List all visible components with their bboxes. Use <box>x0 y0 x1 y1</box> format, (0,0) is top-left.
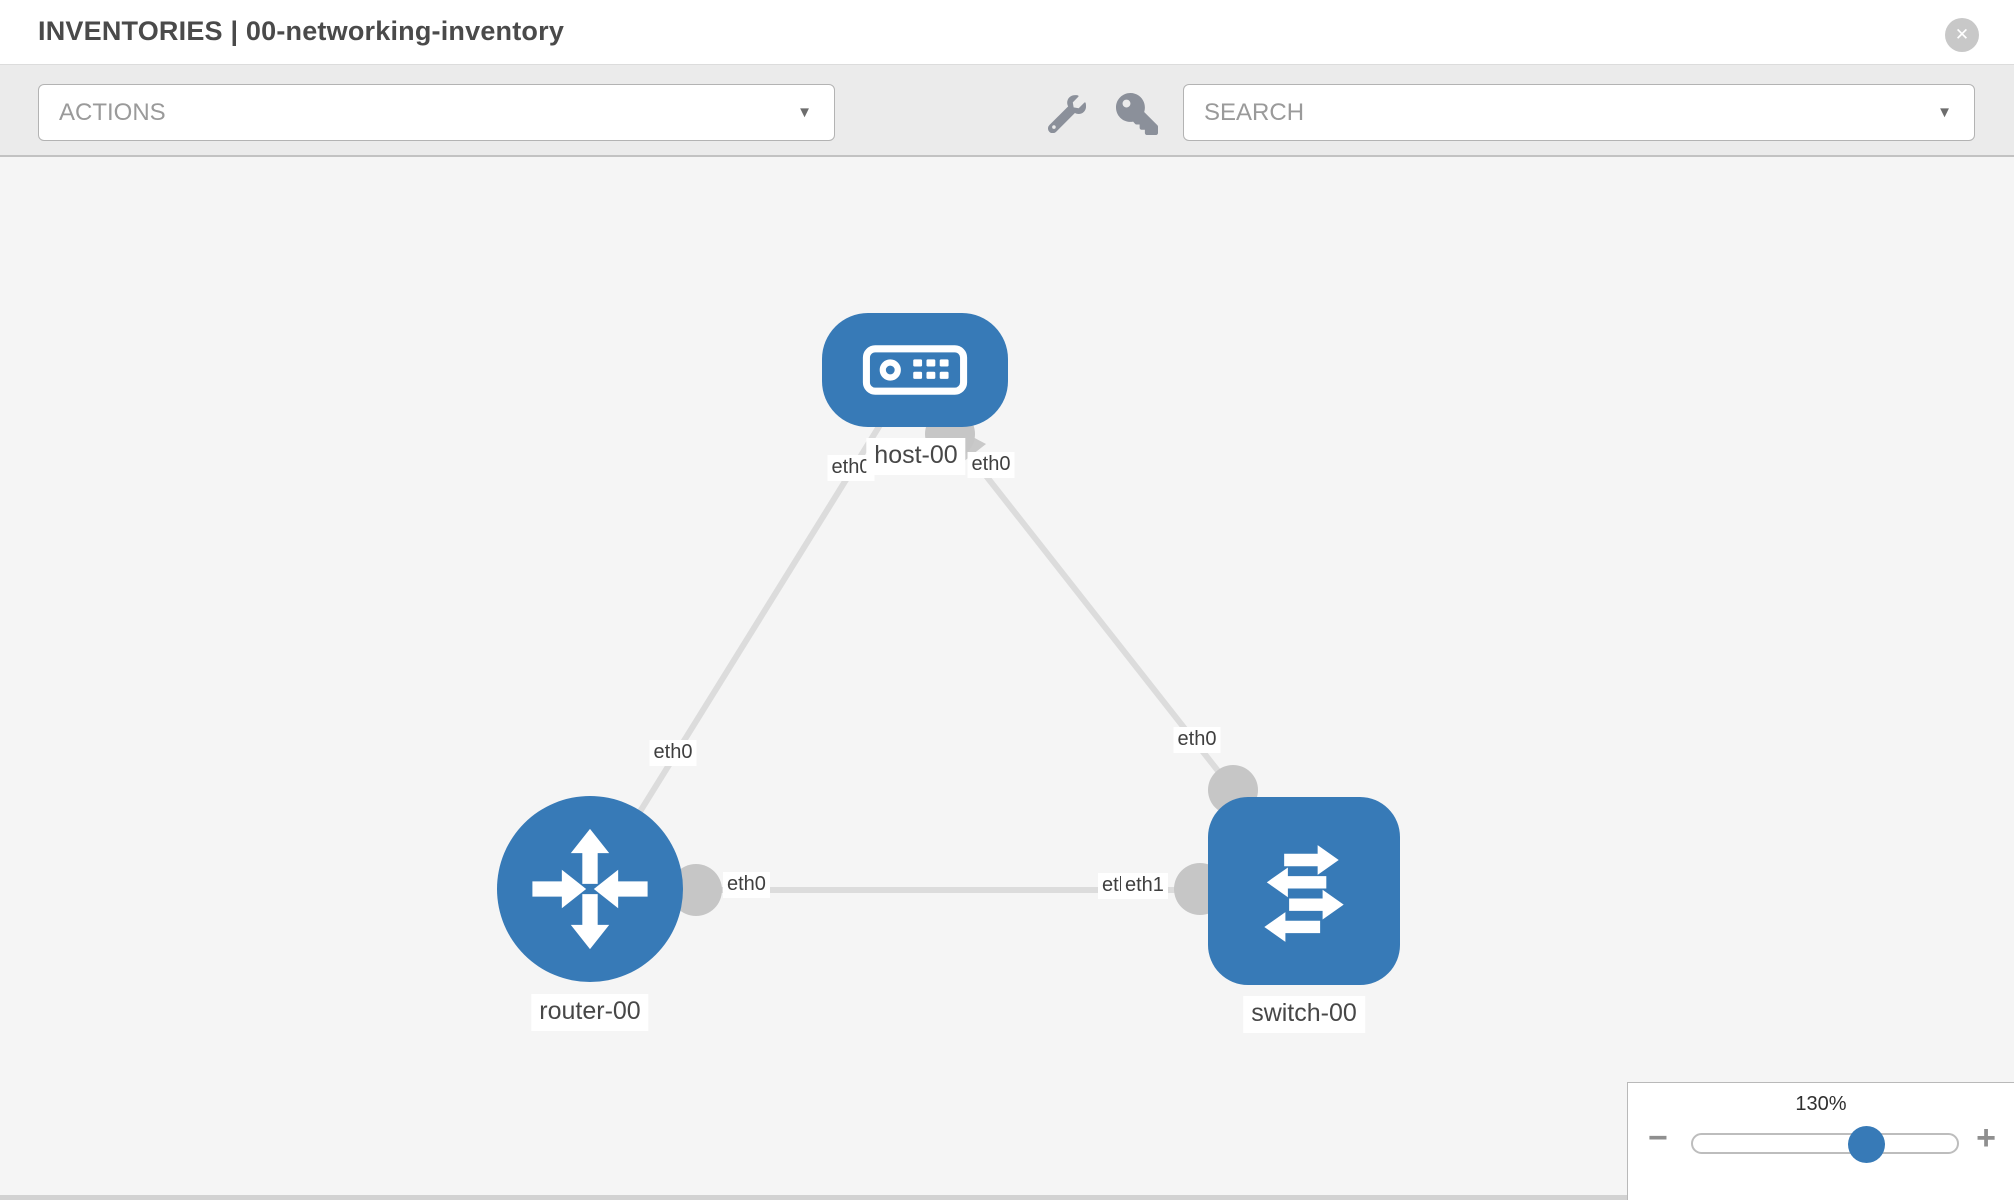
interface-label-host-eth0-right: eth0 <box>967 452 1015 478</box>
node-label-switch-00: switch-00 <box>1243 996 1365 1033</box>
toolbar: ACTIONS ▼ SEARCH ▼ <box>0 64 2014 157</box>
close-icon: ✕ <box>1954 25 1970 44</box>
chevron-down-icon: ▼ <box>797 104 812 121</box>
router-icon <box>526 825 654 953</box>
interface-label-switch-eth0-uplink: eth0 <box>1173 727 1221 753</box>
actions-dropdown-label: ACTIONS <box>59 99 166 126</box>
port-router-eth0[interactable] <box>670 864 722 916</box>
node-switch-00[interactable] <box>1208 797 1400 985</box>
interface-label-host-eth0-left: eth0 <box>827 455 875 481</box>
page-header: INVENTORIES | 00-networking-inventory ✕ <box>0 0 2014 64</box>
configure-button[interactable] <box>1047 95 1087 134</box>
topology-canvas[interactable] <box>0 157 2014 1200</box>
chevron-down-icon: ▼ <box>1937 104 1952 121</box>
search-dropdown[interactable]: SEARCH ▼ <box>1183 84 1975 141</box>
page-title: INVENTORIES | 00-networking-inventory <box>38 16 565 46</box>
zoom-panel: 130% − + <box>1627 1082 2014 1200</box>
switch-icon <box>1242 829 1366 953</box>
key-icon <box>1116 93 1158 139</box>
interface-label-router-eth0: eth0 <box>723 872 770 898</box>
actions-dropdown[interactable]: ACTIONS ▼ <box>38 84 835 141</box>
wrench-icon <box>1047 95 1087 137</box>
minus-icon: − <box>1648 1119 1668 1157</box>
search-dropdown-label: SEARCH <box>1204 99 1305 126</box>
zoom-in-button[interactable]: + <box>1976 1119 1996 1158</box>
zoom-slider-thumb[interactable] <box>1848 1126 1885 1163</box>
node-label-router-00: router-00 <box>531 994 649 1031</box>
canvas-bottom-border <box>0 1195 1627 1200</box>
interface-label-switch-eth1: eth1 <box>1121 873 1168 899</box>
link-host-router[interactable] <box>607 423 883 862</box>
node-router-00[interactable] <box>497 796 683 982</box>
credentials-button[interactable] <box>1116 93 1158 135</box>
host-server-icon <box>862 344 968 396</box>
close-button[interactable]: ✕ <box>1945 18 1979 52</box>
plus-icon: + <box>1976 1119 1996 1157</box>
zoom-out-button[interactable]: − <box>1648 1119 1668 1158</box>
node-host-00[interactable] <box>822 313 1008 427</box>
zoom-level-value: 130% <box>1795 1093 1847 1115</box>
node-label-host-00: host-00 <box>866 438 966 475</box>
zoom-slider-track[interactable] <box>1691 1126 1959 1163</box>
interface-label-router-eth0-uplink: eth0 <box>649 740 697 766</box>
